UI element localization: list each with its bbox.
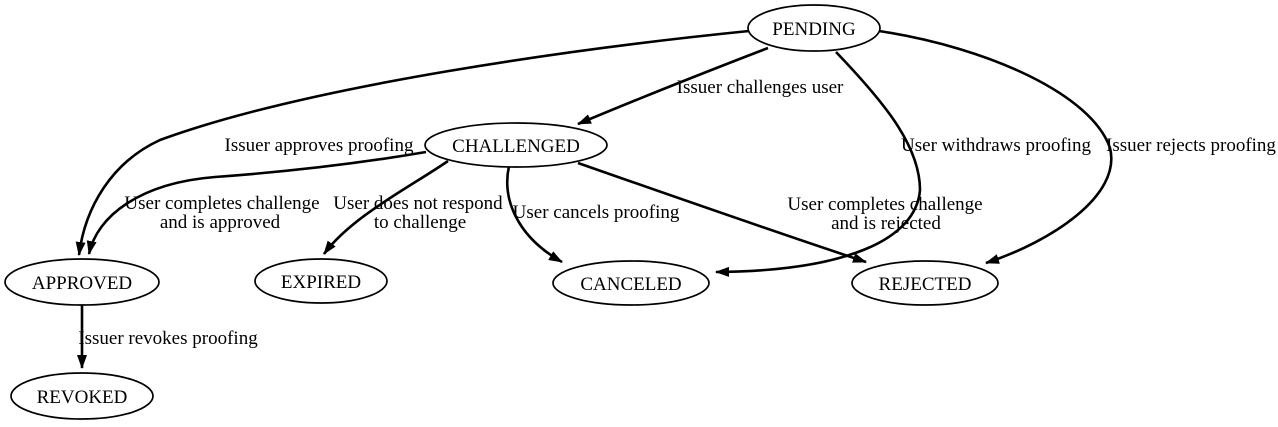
node-canceled-label: CANCELED [580,274,681,295]
edge-line-pending-rejected [878,29,1113,265]
edge-label-issuer-challenges-user: Issuer challenges user [677,77,844,98]
edge-line-challenged-expired [322,159,449,255]
edge-pending-canceled: User withdraws proofing [715,51,1091,277]
node-canceled-ellipse [552,260,710,306]
node-expired-ellipse [254,258,388,304]
edge-label-issuer-rejects-proofing: Issuer rejects proofing [1106,135,1276,156]
node-approved-label: APPROVED [32,273,132,294]
edge-label-user-completes-challenge-rejected-line2: and is rejected [831,213,941,234]
edge-line-challenged-canceled [506,165,563,264]
node-challenged: CHALLENGED [424,122,608,168]
node-rejected-label: REJECTED [879,274,972,295]
edge-pending-approved: Issuer approves proofing [75,29,750,256]
node-rejected-ellipse [851,260,999,306]
node-revoked-label: REVOKED [37,387,128,408]
node-pending-ellipse [747,4,881,52]
node-challenged-ellipse [424,122,608,168]
edge-line-pending-challenged [577,46,769,126]
edge-label-issuer-revokes-proofing: Issuer revokes proofing [78,328,258,349]
edge-label-user-completes-challenge-approved-line2: and is approved [160,212,281,233]
edge-label-user-does-not-respond-line2: to challenge [374,212,466,233]
node-rejected: REJECTED [851,260,999,306]
edge-line-pending-approved [75,29,750,256]
edge-pending-challenged: Issuer challenges user [577,46,844,126]
edge-label-user-completes-challenge-rejected-line1: User completes challenge [787,194,982,215]
edge-label-issuer-approves-proofing: Issuer approves proofing [225,135,414,156]
edge-line-challenged-rejected [577,161,867,264]
edge-label-user-cancels-proofing: User cancels proofing [513,202,680,223]
node-approved: APPROVED [4,258,160,306]
node-pending: PENDING [747,4,881,52]
node-expired-label: EXPIRED [281,272,361,293]
node-revoked: REVOKED [10,372,154,420]
edge-line-challenged-approved [86,150,427,255]
edge-challenged-canceled: User cancels proofing [506,165,680,264]
edge-line-pending-canceled [715,51,922,277]
node-revoked-ellipse [10,372,154,420]
node-expired: EXPIRED [254,258,388,304]
edge-label-user-withdraws-proofing: User withdraws proofing [901,135,1091,156]
edge-challenged-rejected: User completes challenge and is rejected [577,161,983,264]
node-canceled: CANCELED [552,260,710,306]
edge-pending-rejected: Issuer rejects proofing [878,29,1276,265]
edge-challenged-expired: User does not respond to challenge [322,159,503,255]
node-pending-label: PENDING [772,19,856,40]
node-challenged-label: CHALLENGED [452,136,580,157]
edge-label-user-completes-challenge-approved-line1: User completes challenge [124,193,319,214]
node-approved-ellipse [4,258,160,306]
edge-challenged-approved: User completes challenge and is approved [86,150,427,255]
edge-approved-revoked: Issuer revokes proofing [77,305,258,369]
edge-label-user-does-not-respond-line1: User does not respond [333,193,503,214]
